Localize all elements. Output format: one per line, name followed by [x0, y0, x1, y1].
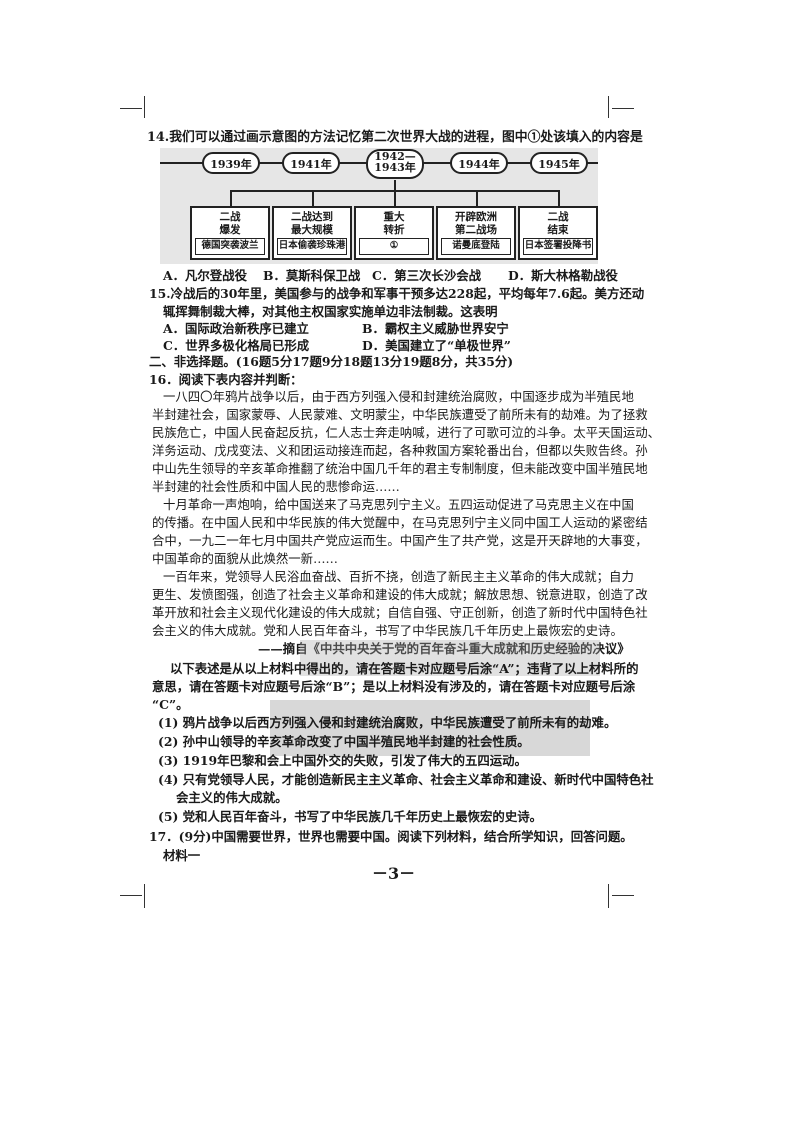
q16-para1-line4: 洋务运动、戊戌变法、义和团运动接连而起，各种救国方案轮番出台，但都以失败告终。孙 — [152, 443, 648, 458]
event-title-line2: 转折 — [383, 224, 405, 236]
crop-mark-top-right-h — [612, 108, 634, 109]
crop-mark-top-left — [144, 96, 145, 118]
q15-stem-line1: 15.冷战后的30年里，美国参与的战争和军事干预多达228起，平均每年7.6起。… — [149, 286, 645, 301]
branch-2 — [312, 190, 314, 206]
q16-item-4: (4) 只有党领导人民，才能创造新民主主义革命、社会主义革命和建设、新时代中国特… — [158, 772, 654, 787]
q16-instruction-line1: 以下表述是从以上材料中得出的，请在答题卡对应题号后涂“A”；违背了以上材料所的 — [170, 661, 639, 676]
event-title-line1: 二战 — [547, 211, 569, 223]
q16-para1-line2: 半封建社会，国家蒙辱、人民蒙难、文明蒙尘，中华民族遭受了前所未有的劫难。为了拯救 — [152, 407, 648, 422]
q16-para3-line2: 更生、发愤图强，创造了社会主义革命和建设的伟大成就；解放思想、锐意进取，创造了改 — [152, 587, 648, 602]
crop-mark-bottom-left-h — [120, 895, 142, 896]
event-title-line2: 最大规模 — [291, 224, 333, 236]
q16-para2-line4: 中国革命的面貌从此焕然一新…… — [152, 551, 338, 566]
q16-para1-line3: 民族危亡，中国人民奋起反抗，仁人志士奔走呐喊，进行了可歌可泣的斗争。太平天国运动… — [152, 425, 661, 440]
event-detail: 日本签署投降书 — [523, 238, 593, 255]
section2-heading: 二、非选择题。(16题5分17题9分18题13分19题8分，共35分) — [149, 354, 514, 369]
crop-mark-top-left-h — [120, 108, 142, 109]
q16-para3-line4: 会主义的伟大成就。党和人民百年奋斗，书写了中华民族几千年历史上最恢宏的史诗。 — [152, 623, 623, 638]
scan-shading-2 — [270, 700, 590, 756]
event-box-1942-1943: 重大 转折 ① — [354, 206, 434, 260]
q15-option-b: B．霸权主义威胁世界安宁 — [362, 321, 509, 336]
branch-3 — [394, 190, 396, 206]
year-1943-label: 1943年 — [374, 161, 416, 174]
branch-5 — [558, 190, 560, 206]
year-1942-1943: 1942— 1943年 — [366, 149, 424, 179]
q16-para1-line5: 中山先生领导的辛亥革命推翻了统治中国几千年的君主专制制度，但未能改变中国半殖民地 — [152, 461, 648, 476]
event-detail: 日本偷袭珍珠港 — [277, 238, 347, 255]
q16-item-4-cont: 会主义的伟大成就。 — [176, 790, 288, 805]
q16-para3-line3: 革开放和社会主义现代化建设的伟大成就；自信自强、守正创新，创造了新时代中国特色社 — [152, 605, 648, 620]
branch-1 — [230, 190, 232, 206]
q17-material-label: 材料一 — [163, 848, 201, 863]
branch-4 — [476, 190, 478, 206]
q16-source: ——摘自《中共中央关于党的百年奋斗重大成就和历史经验的决议》 — [258, 641, 630, 656]
q16-item-3: (3) 1919年巴黎和会上中国外交的失败，引发了伟大的五四运动。 — [158, 753, 527, 768]
event-title-line2: 爆发 — [219, 224, 241, 236]
year-1942-label: 1942— — [374, 150, 416, 163]
q16-item-1: (1) 鸦片战争以后西方列强入侵和封建统治腐败，中华民族遭受了前所未有的劫难。 — [158, 715, 617, 730]
year-1945: 1945年 — [530, 152, 588, 174]
q16-para1-line6: 半封建的社会性质和中国人民的悲惨命运…… — [152, 479, 400, 494]
q16-item-5: (5) 党和人民百年奋斗，书写了中华民族几千年历史上最恢宏的史诗。 — [158, 809, 542, 824]
q14-option-c: C．第三次长沙会战 — [372, 268, 481, 283]
q16-para3-line1: 一百年来，党领导人民浴血奋战、百折不挠，创造了新民主主义革命的伟大成就；自力 — [163, 569, 634, 584]
event-title-line1: 二战达到 — [291, 211, 333, 223]
q16-stem: 16．阅读下表内容并判断： — [149, 372, 303, 387]
q15-option-c: C．世界多极化格局已形成 — [163, 338, 310, 353]
q15-stem-line2: 辄挥舞制裁大棒，对其他主权国家实施单边非法制裁。这表明 — [163, 304, 498, 319]
q16-instruction-line3: “C”。 — [152, 697, 189, 712]
q14-option-d: D．斯大林格勒战役 — [508, 268, 618, 283]
event-title-line1: 二战 — [219, 211, 241, 223]
event-title-line2: 结束 — [547, 224, 569, 236]
q16-para1-line1: 一八四〇年鸦片战争以后，由于西方列强入侵和封建统治腐败，中国逐步成为半殖民地 — [163, 389, 634, 404]
scan-shading — [300, 640, 600, 676]
q16-item-2: (2) 孙中山领导的辛亥革命改变了中国半殖民地半封建的社会性质。 — [158, 734, 530, 749]
event-box-1939: 二战 爆发 德国突袭波兰 — [190, 206, 270, 260]
crop-mark-bottom-left — [144, 884, 145, 908]
crop-mark-bottom-right — [608, 884, 609, 908]
event-detail: 德国突袭波兰 — [195, 238, 265, 255]
year-1939: 1939年 — [202, 152, 260, 174]
q14-option-b: B．莫斯科保卫战 — [263, 268, 361, 283]
event-box-1945: 二战 结束 日本签署投降书 — [518, 206, 598, 260]
event-title-line1: 重大 — [383, 211, 405, 223]
q15-option-a: A．国际政治新秩序已建立 — [163, 321, 309, 336]
ww2-timeline-diagram: 1939年 1941年 1942— 1943年 1944年 1945年 二战 爆… — [160, 148, 598, 264]
q14-option-a: A．凡尔登战役 — [163, 268, 247, 283]
page-number: －3－ — [372, 864, 416, 883]
event-detail-blank: ① — [359, 238, 429, 255]
crop-mark-bottom-right-h — [612, 895, 634, 896]
q14-stem: 14.我们可以通过画示意图的方法记忆第二次世界大战的进程，图中①处该填入的内容是 — [147, 130, 643, 145]
q15-option-d: D．美国建立了“单极世界” — [362, 338, 511, 353]
q16-para2-line1: 十月革命一声炮响，给中国送来了马克思列宁主义。五四运动促进了马克思主义在中国 — [163, 497, 634, 512]
year-1944: 1944年 — [450, 152, 508, 174]
event-box-1944: 开辟欧洲 第二战场 诺曼底登陆 — [436, 206, 516, 260]
event-box-1941: 二战达到 最大规模 日本偷袭珍珠港 — [272, 206, 352, 260]
event-detail: 诺曼底登陆 — [441, 238, 511, 255]
q16-para2-line3: 合中，一九二一年七月中国共产党应运而生。中国产生了共产党，这是开天辟地的大事变， — [152, 533, 648, 548]
q16-para2-line2: 的传播。在中国人民和中华民族的伟大觉醒中，在马克思列宁主义同中国工人运动的紧密结 — [152, 515, 648, 530]
year-1941: 1941年 — [282, 152, 340, 174]
q17-stem: 17．(9分)中国需要世界，世界也需要中国。阅读下列材料，结合所学知识，回答问题… — [149, 829, 633, 844]
crop-mark-top-right — [608, 96, 609, 118]
q16-instruction-line2: 意思，请在答题卡对应题号后涂“B”；是以上材料没有涉及的，请在答题卡对应题号后涂 — [152, 679, 636, 694]
event-title-line2: 第二战场 — [455, 224, 497, 236]
branch-stem — [394, 180, 396, 190]
event-title-line1: 开辟欧洲 — [455, 211, 497, 223]
